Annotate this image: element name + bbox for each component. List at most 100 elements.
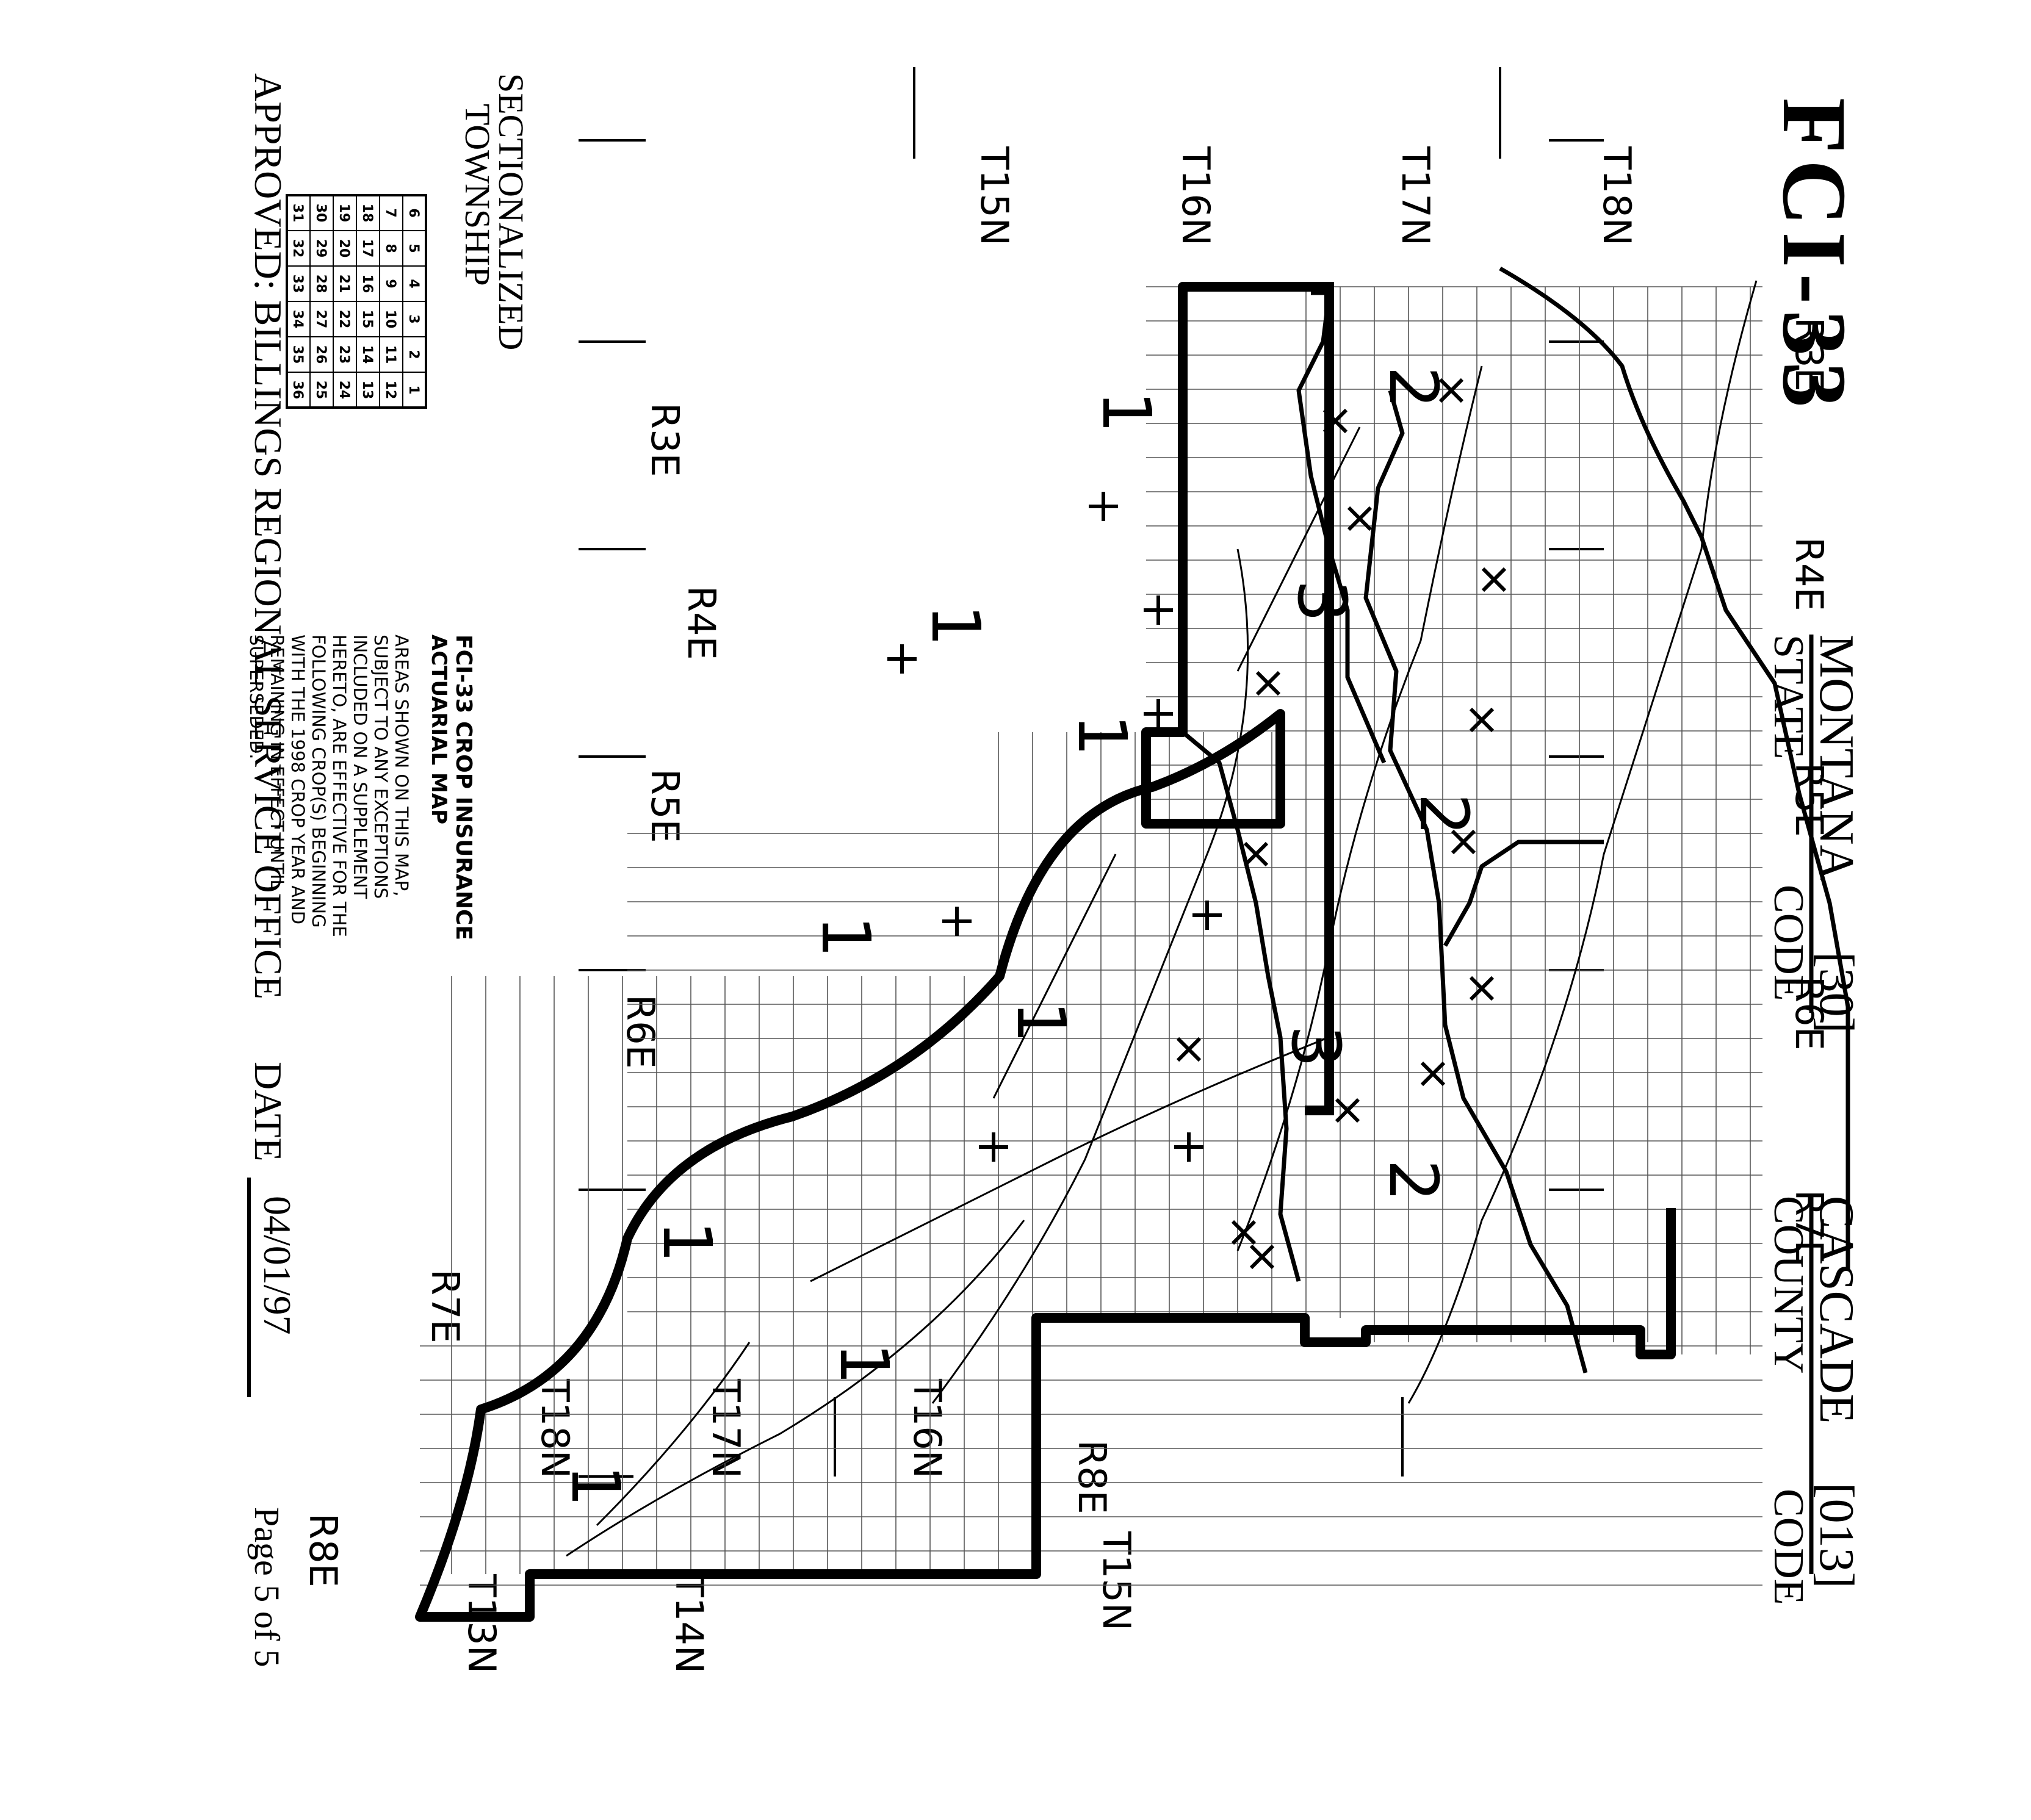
legend-section-number: 15 — [359, 310, 375, 329]
zone-number: 3 — [1283, 580, 1361, 622]
zone-plus-marker — [1144, 699, 1173, 728]
township-label: T13N — [460, 1574, 504, 1674]
date-block: DATE 04/01/97 — [247, 1062, 299, 1397]
county-code: [013] — [1809, 1483, 1863, 1588]
township-label: T15N — [1094, 1531, 1139, 1631]
zone-number: 1 — [557, 1464, 635, 1507]
zone-plus-marker — [887, 644, 917, 674]
legend-section-number: 29 — [313, 239, 328, 258]
notice-line: HERETO, ARE EFFECTIVE FOR THE — [329, 635, 350, 937]
notice-line: SUBJECT TO ANY EXCEPTIONS — [370, 635, 391, 899]
township-labels-left: T18N T17N T16N T15N — [972, 146, 1639, 246]
zone-number: 1 — [917, 604, 995, 647]
notice-line: AREAS SHOWN ON THIS MAP, — [391, 635, 412, 896]
approved-line: APPROVED: BILLINGS REGIONAL SERVICE OFFI… — [247, 73, 290, 999]
state-name: MONTANA — [1809, 635, 1863, 880]
township-legend: SECTIONALIZED TOWNSHIP 65432178910111218… — [286, 73, 531, 409]
zone-cross-marker — [1481, 567, 1507, 592]
range-label: R8E — [301, 1513, 345, 1588]
legend-section-number: 22 — [336, 310, 352, 329]
range-label: R3E — [643, 403, 687, 477]
roads-and-rivers — [566, 280, 1758, 1557]
zone-number: 2 — [1374, 1159, 1452, 1202]
township-label: T18N — [1595, 146, 1639, 246]
township-label: T17N — [1393, 146, 1438, 246]
township-label: T18N — [533, 1378, 577, 1478]
legend-section-number: 16 — [359, 275, 375, 293]
notice-line: SUPERSEDED. — [246, 635, 267, 760]
zone-cross-marker — [1231, 1220, 1257, 1245]
zone-plus-marker — [1089, 492, 1118, 521]
legend-section-number: 3 — [406, 314, 421, 323]
legend-section-number: 33 — [290, 275, 305, 293]
legend-section-number: 25 — [313, 381, 328, 400]
county-boundary — [415, 282, 1676, 1622]
zone-number: 1 — [1002, 1001, 1080, 1043]
range-label: R6E — [1787, 976, 1831, 1051]
legend-section-number: 4 — [406, 279, 421, 288]
zone-plus-marker — [1144, 595, 1173, 625]
legend-section-number: 24 — [336, 381, 352, 400]
township-label: T16N — [905, 1378, 950, 1478]
map-id: FCI-33 — [1764, 98, 1865, 414]
notice-line: WITH THE 1998 CROP YEAR AND — [287, 635, 308, 924]
legend-section-number: 32 — [290, 239, 305, 258]
legend-grid: 6543217891011121817161514131920212223243… — [286, 194, 427, 409]
state-block: MONTANA [30] STATE CODE — [1765, 635, 1863, 1033]
range-label: R6E — [618, 995, 663, 1069]
range-label: R7E — [1787, 1190, 1831, 1264]
zone-cross-marker — [1176, 1037, 1202, 1062]
township-label: T14N — [667, 1574, 712, 1674]
legend-section-number: 30 — [313, 204, 328, 223]
tick-lines — [579, 67, 1604, 1478]
crop-insurance-notice: FCI-33 CROP INSURANCE ACTUARIAL MAP AREA… — [246, 635, 476, 940]
legend-section-number: 6 — [406, 208, 421, 217]
zone-number: 1 — [825, 1342, 903, 1385]
county-code-label: CODE — [1765, 1489, 1812, 1605]
legend-section-number: 27 — [313, 310, 328, 329]
legend-section-number: 8 — [383, 243, 398, 253]
range-label: R8E — [1070, 1440, 1114, 1514]
range-label: R5E — [643, 769, 687, 843]
date-value: 04/01/97 — [256, 1196, 299, 1335]
county-label: COUNTY — [1765, 1196, 1812, 1374]
legend-section-number: 17 — [359, 239, 375, 258]
township-label: T15N — [972, 146, 1017, 246]
range-label: R7E — [423, 1269, 467, 1343]
legend-section-number: 11 — [383, 345, 398, 364]
zone-cross-marker — [1451, 829, 1476, 855]
zone-boundaries — [1181, 266, 1850, 1373]
range-label: R4E — [1787, 537, 1831, 611]
legend-title-line2: TOWNSHIP — [458, 104, 497, 286]
legend-section-number: 12 — [383, 381, 398, 400]
legend-section-number: 31 — [290, 204, 305, 223]
notice-line: REMAINING IN EFFECT UNTIL — [267, 635, 287, 890]
legend-section-number: 5 — [406, 243, 421, 253]
legend-section-number: 18 — [359, 204, 375, 223]
legend-grid-cell — [286, 372, 311, 408]
state-code-label: CODE — [1765, 885, 1812, 1001]
zone-number: 1 — [1063, 714, 1141, 757]
zone-number: 1 — [807, 915, 885, 958]
zone-plus-marker — [1192, 901, 1222, 930]
zone-markers — [887, 378, 1507, 1270]
county-block: CASCADE [013] COUNTY CODE — [1765, 1196, 1863, 1605]
zone-number: 1 — [1088, 390, 1166, 433]
zone-cross-marker — [1322, 408, 1348, 434]
map-body: 1 1 1 1 1 1 1 1 2 2 2 2 3 3 — [415, 266, 1850, 1622]
range-labels-top: R3E R4E R5E R6E R7E — [1787, 317, 1831, 1264]
zone-cross-marker — [1469, 707, 1495, 733]
zone-cross-marker — [1255, 671, 1281, 696]
township-labels-right: T18N T17N T16N T15N T14N T13N — [460, 1378, 1139, 1674]
range-label: R4E — [679, 586, 724, 660]
zone-cross-marker — [1420, 1061, 1446, 1087]
legend-section-number: 9 — [383, 279, 398, 288]
section-grid — [420, 286, 1762, 1586]
legend-section-number: 20 — [336, 239, 352, 258]
zone-cross-marker — [1249, 1244, 1275, 1270]
page-content: FCI-33 MONTANA [30] STATE CODE CASCADE [… — [246, 67, 1865, 1674]
zone-numbers: 1 1 1 1 1 1 1 1 2 2 2 2 3 3 — [557, 366, 1483, 1507]
zone-cross-marker — [1335, 1098, 1360, 1123]
legend-section-number: 23 — [336, 345, 352, 364]
